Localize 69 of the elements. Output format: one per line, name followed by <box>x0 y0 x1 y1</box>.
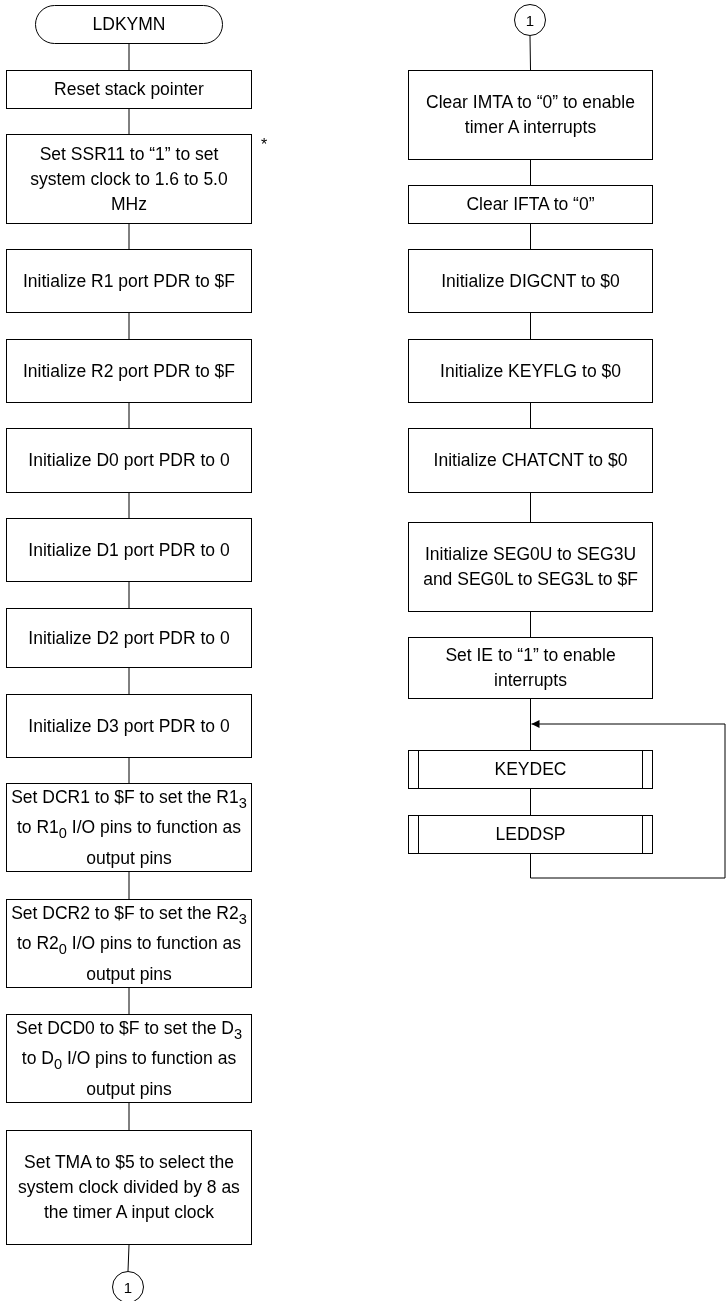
process-box <box>6 608 252 668</box>
arrow <box>530 720 726 879</box>
step-text: Initialize CHATCNT to $0 <box>433 449 628 472</box>
step-text: Set DCR1 to $F to set the R1$_{3}$ to R1$_{0}$ I/O pins to function as output pins <box>10 785 248 870</box>
connector-line <box>128 492 130 519</box>
process-box <box>6 70 252 109</box>
process-box <box>408 185 653 224</box>
step-text: Initialize DIGCNT to $0 <box>441 269 620 293</box>
step-text: Initialize D3 port PDR to 0 <box>28 714 230 738</box>
connector-line <box>128 108 130 135</box>
step-text: Reset stack pointer <box>54 78 204 101</box>
connector-line <box>529 35 531 71</box>
subroutine-box <box>408 750 653 789</box>
connector-line <box>530 788 531 816</box>
step-text: 1 <box>123 1277 133 1298</box>
connector-circle <box>112 1271 144 1301</box>
connector-line <box>530 402 531 429</box>
process-box <box>408 637 653 699</box>
process-box <box>408 522 653 612</box>
step-text: Initialize R1 port PDR to $F <box>23 269 235 293</box>
step-text: KEYDEC <box>494 758 567 781</box>
step-text: Clear IFTA to “0” <box>466 193 595 216</box>
process-box <box>6 1130 252 1245</box>
connector-line <box>530 159 531 186</box>
process-box <box>6 134 252 224</box>
connector-line <box>530 698 531 751</box>
connector-line <box>128 667 130 695</box>
step-text: 1 <box>525 10 535 31</box>
step-text: Initialize SEG0U to SEG3U and SEG0L to SEG3L to $F <box>422 543 639 591</box>
terminal-box <box>35 5 223 44</box>
footnote-mark: * <box>261 136 268 154</box>
step-text: Set DCR2 to $F to set the R2$_{3}$ to R2$_{0}$ I/O pins to function as output pins <box>10 901 248 986</box>
process-box <box>6 249 252 313</box>
step-text: Initialize D1 port PDR to 0 <box>28 538 230 562</box>
step-text: LDKYMN <box>92 13 166 36</box>
connector-line <box>128 312 130 340</box>
connector-line <box>530 611 531 638</box>
process-box <box>408 428 653 493</box>
step-text: Initialize D0 port PDR to 0 <box>28 449 230 472</box>
connector-line <box>128 581 130 609</box>
process-box <box>408 70 653 160</box>
step-text: Set TMA to $5 to select the system clock divided by 8 as the timer A input clock <box>17 1151 241 1224</box>
step-text: Initialize D2 port PDR to 0 <box>28 626 230 650</box>
step-text: Set DCD0 to $F to set the D$_{3}$ to D$_{0}$ I/O pins to function as output pins <box>15 1016 243 1101</box>
process-box <box>6 694 252 758</box>
connector-circle <box>514 4 546 36</box>
process-box <box>408 249 653 313</box>
connector-line <box>128 871 130 900</box>
process-box <box>6 339 252 403</box>
connector-line <box>127 1244 130 1272</box>
connector-line <box>530 492 531 523</box>
connector-line <box>128 43 130 71</box>
connector-line <box>128 402 130 429</box>
process-box <box>408 339 653 403</box>
process-box <box>6 428 252 493</box>
connector-line <box>128 987 130 1015</box>
connector-line <box>128 757 130 784</box>
connector-line <box>530 223 531 250</box>
process-box <box>6 518 252 582</box>
step-text: Initialize KEYFLG to $0 <box>440 359 621 383</box>
step-text: LEDDSP <box>495 823 566 846</box>
connector-line <box>128 223 130 250</box>
step-text: Set IE to “1” to enable interrupts <box>444 644 617 692</box>
step-text: Set SSR11 to “1” to set system clock to 1.6 to 5.0 MHz <box>29 142 229 216</box>
step-text: Clear IMTA to “0” to enable timer A interrupts <box>425 91 636 139</box>
step-text: Initialize R2 port PDR to $F <box>23 359 235 383</box>
connector-line <box>530 312 531 340</box>
connector-line <box>128 1102 130 1131</box>
subroutine-box <box>408 815 653 854</box>
